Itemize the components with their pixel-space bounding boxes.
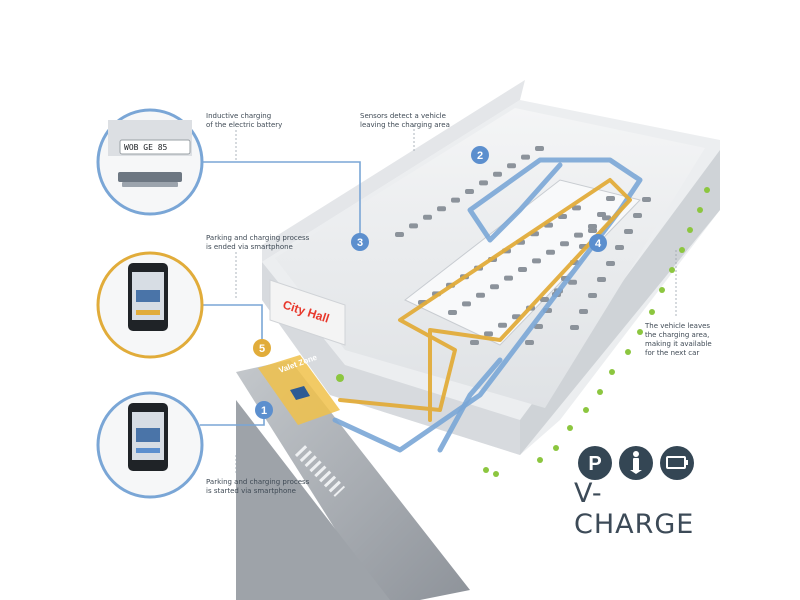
parked-car (540, 297, 549, 302)
step-badge-3: 3 (351, 233, 369, 251)
parked-car (476, 292, 485, 298)
step-badge-4: 4 (589, 234, 607, 252)
parked-car (518, 267, 527, 272)
parked-car (615, 245, 624, 250)
parked-car (423, 214, 432, 220)
parked-car (521, 154, 530, 160)
parked-car (606, 261, 615, 266)
parked-car (395, 232, 404, 237)
step-badge-2-label: 2 (477, 150, 483, 162)
parked-car (451, 197, 460, 203)
parked-car (570, 325, 579, 330)
parking-icon: P (578, 446, 612, 480)
blue-route (332, 157, 643, 453)
parked-car (572, 205, 581, 211)
parked-car (568, 279, 577, 285)
building-front-wall (262, 262, 520, 455)
parked-car (535, 146, 544, 151)
step-badge-1-label: 1 (261, 405, 267, 417)
parked-car (525, 340, 534, 345)
parked-car (493, 171, 502, 177)
parked-car (560, 241, 569, 247)
crosswalk (294, 445, 346, 497)
caption-parking-ended: Parking and charging process is ended vi… (206, 234, 310, 251)
parked-car (470, 340, 479, 345)
parked-car (484, 331, 493, 337)
building-right-wall (520, 150, 720, 455)
callout-smartphone-start (96, 391, 204, 499)
parked-car (437, 206, 446, 212)
parked-car (588, 293, 597, 298)
parked-car (597, 212, 606, 217)
gold-route (338, 178, 632, 422)
step-badge-3-label: 3 (357, 237, 363, 249)
parked-car (448, 310, 457, 315)
battery-icon (660, 446, 694, 480)
parked-car (546, 249, 555, 255)
parked-car (490, 284, 499, 290)
step-badge-5-label: 5 (259, 343, 265, 355)
parked-car (534, 324, 543, 329)
parked-car (579, 309, 588, 314)
caption-sensors: Sensors detect a vehicle leaving the cha… (360, 112, 450, 129)
parked-car (479, 180, 488, 186)
parked-car (606, 196, 615, 201)
caption-vehicle-leaves: The vehicle leaves the charging area, ma… (645, 322, 712, 357)
blue-route-lower (437, 357, 503, 453)
dotted-leaders (235, 125, 677, 475)
parked-car (409, 223, 418, 229)
parked-car (642, 197, 651, 202)
parked-car (507, 163, 516, 169)
trees (336, 187, 710, 477)
step-badge-5: 5 (253, 339, 271, 357)
street-shoulder (236, 400, 390, 600)
parked-car (597, 277, 606, 282)
caption-parking-started: Parking and charging process is started … (206, 478, 310, 495)
parked-car (588, 224, 597, 229)
city-hall-facade (269, 279, 346, 346)
valet-person-icon (619, 446, 653, 480)
valet-car (290, 386, 310, 400)
parked-car (498, 322, 507, 328)
step-badge-1: 1 (255, 401, 273, 419)
parked-car (588, 228, 597, 233)
step-badge-4-label: 4 (595, 238, 602, 250)
callout-smartphone-end (96, 251, 204, 359)
parked-car (624, 229, 633, 234)
parked-car (465, 189, 474, 194)
v-charge-logo-text: V-CHARGE (574, 478, 695, 540)
parked-car (532, 258, 541, 264)
license-plate: WOB GE 85 (124, 143, 168, 152)
parked-car (504, 275, 513, 281)
callout-inductive (96, 108, 204, 216)
step-badge-2: 2 (471, 146, 489, 164)
parked-car (633, 213, 642, 218)
parked-car (462, 301, 471, 307)
svg-text:P: P (588, 453, 601, 475)
parked-car (574, 232, 583, 238)
building-back-wall (262, 80, 525, 262)
caption-inductive-charging: Inductive charging of the electric batte… (206, 112, 283, 129)
